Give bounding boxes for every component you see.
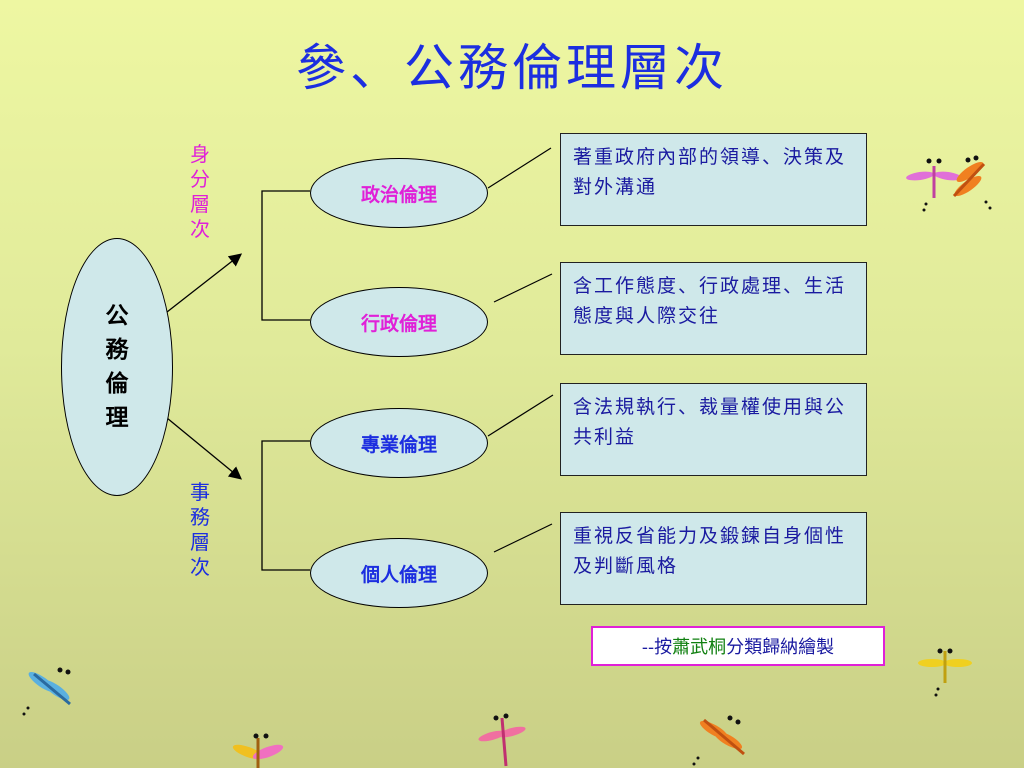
bracket-upper	[261, 190, 310, 321]
link-2	[493, 273, 553, 303]
personal-ethics-description: 重視反省能力及鍛鍊自身個性及判斷風格	[560, 512, 867, 605]
professional-ethics-node: 專業倫理	[310, 408, 488, 478]
node-label: 專業倫理	[360, 433, 437, 456]
personal-ethics-node: 個人倫理	[310, 538, 488, 608]
root-label: 公務倫理	[105, 302, 129, 431]
dragonfly-icon	[478, 713, 526, 767]
credit-prefix: --按	[641, 637, 673, 658]
dragonfly-icon	[906, 158, 962, 212]
source-credit: --按蕭武桐分類歸納繪製	[591, 626, 885, 666]
credit-suffix: 分類歸納繪製	[726, 637, 835, 658]
dragonfly-icon	[918, 648, 972, 697]
administrative-ethics-description: 含工作態度、行政處理、生活態度與人際交往	[560, 262, 867, 355]
political-ethics-description: 著重政府內部的領導、決策及對外溝通	[560, 133, 867, 226]
root-oval: 公務倫理	[61, 238, 173, 496]
link-1	[487, 147, 552, 189]
arrow-up	[166, 253, 243, 313]
node-label: 政治倫理	[360, 183, 437, 206]
node-label: 行政倫理	[360, 312, 437, 335]
node-label: 個人倫理	[360, 563, 437, 586]
dragonfly-icon	[952, 155, 992, 210]
dragonfly-icon	[692, 715, 745, 766]
level-label-affairs: 事務層次	[190, 480, 210, 579]
political-ethics-node: 政治倫理	[310, 158, 488, 228]
dragonfly-icon	[22, 667, 71, 716]
level-label-identity: 身分層次	[190, 142, 210, 241]
administrative-ethics-node: 行政倫理	[310, 287, 488, 357]
dragonfly-icon	[232, 733, 284, 768]
professional-ethics-description: 含法規執行、裁量權使用與公共利益	[560, 383, 867, 476]
credit-author: 蕭武桐	[672, 637, 727, 658]
bracket-lower	[261, 440, 310, 571]
link-3	[487, 394, 554, 437]
link-4	[493, 523, 553, 553]
arrow-down	[166, 417, 243, 480]
page-title: 參、公務倫理層次	[296, 39, 728, 97]
